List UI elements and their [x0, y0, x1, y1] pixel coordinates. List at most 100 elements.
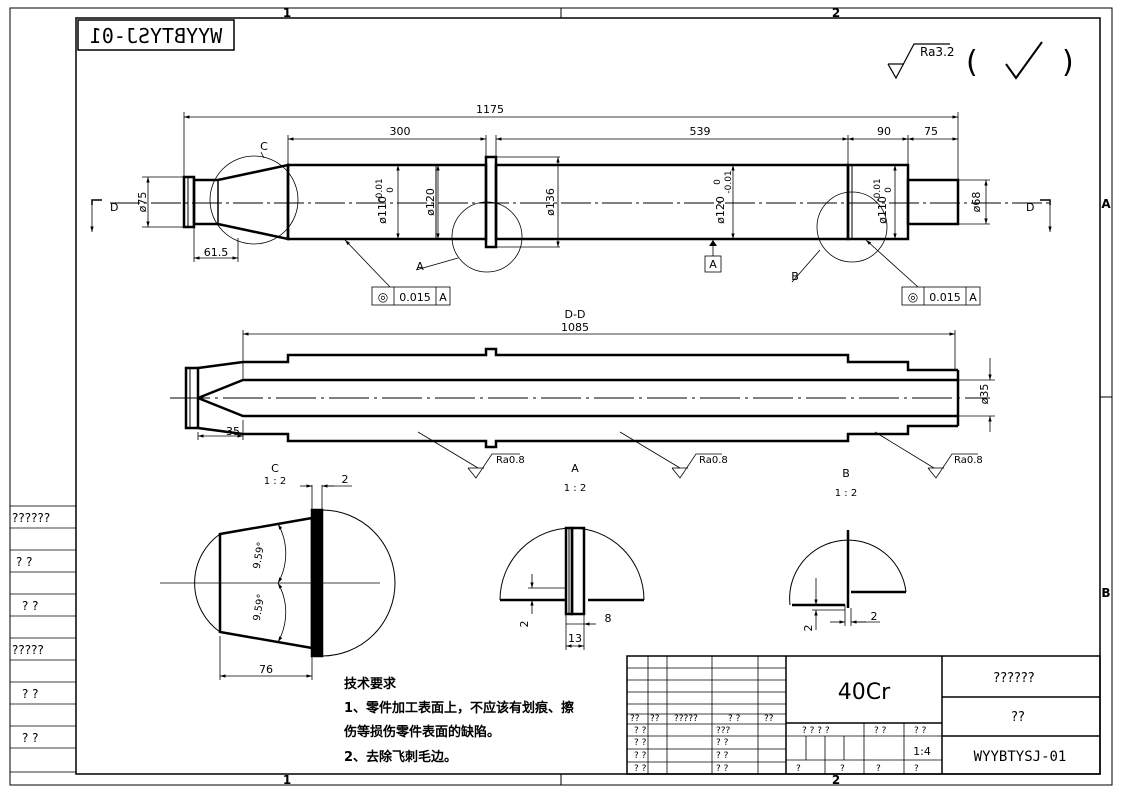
section-mark-left-label: D — [110, 201, 118, 214]
detail-c-angle-bottom: 9.59° — [252, 593, 268, 622]
tol-110-right-upper: -0.01 — [873, 178, 883, 201]
detail-a-dim-13: 13 — [568, 632, 582, 645]
fcf-right-value: 0.015 — [929, 291, 961, 304]
detail-a-callout: A — [416, 260, 424, 273]
left-cell-4: ? ? — [634, 764, 647, 774]
bottom-cell-4: ? — [914, 764, 919, 774]
dimension-texts: 1175 300 539 90 75 61.5 ø75 ø110 -0.01 0… — [136, 103, 983, 259]
mid-cell-4: ? ? — [716, 764, 729, 774]
bottom-cell-3: ? — [876, 764, 881, 774]
section-mark-right: D — [1026, 199, 1052, 232]
dim-35: 35 — [226, 425, 240, 438]
fcf-left-concentricity-icon: ◎ — [378, 290, 388, 304]
section-title: D-D — [565, 308, 586, 321]
side-table-row-5: ? ? — [22, 687, 39, 701]
left-cell-2: ? ? — [634, 738, 647, 748]
left-cell-1: ? ? — [634, 726, 647, 736]
title-block: 40Cr ?????? ?? WYYBTYSJ-01 1:4 ?? ?? ???… — [626, 655, 1101, 775]
section-view: D-D 1085 35 ø35 — [170, 308, 995, 479]
header-cell-4: ? ? — [728, 714, 741, 724]
detail-a-scale: 1 : 2 — [564, 483, 586, 494]
mid-cell-2: ? ? — [716, 738, 729, 748]
fcf-left-datum: A — [439, 291, 447, 304]
dim-61-5: 61.5 — [204, 246, 229, 259]
mid-cell-3: ? ? — [716, 751, 729, 761]
detail-c: C 1 : 2 2 9.59° 9.59° 76 — [160, 462, 396, 680]
dim-300: 300 — [390, 125, 411, 138]
fcf-right-datum: A — [969, 291, 977, 304]
side-table-row-1: ?????? — [12, 511, 50, 525]
header-cell-5: ?? — [764, 714, 774, 724]
detail-b-dim-2-right: 2 — [871, 610, 878, 623]
zone-col-2-bottom: 2 — [832, 773, 840, 787]
left-cell-3: ? ? — [634, 751, 647, 761]
dim-d120-right: ø120 — [714, 196, 727, 224]
dim-75: 75 — [924, 125, 938, 138]
section-roughness-2: Ra0.8 — [699, 455, 728, 466]
mid-cell-1: ??? — [716, 726, 731, 736]
zone-labels: 1 2 1 2 A B — [283, 6, 1112, 787]
zone-col-2-top: 2 — [832, 6, 840, 20]
roughness-paren-close: ) — [1062, 45, 1074, 80]
fcf-left: ◎ 0.015 A — [344, 239, 451, 306]
dim-d120-left: ø120 — [424, 188, 437, 216]
zone-row-b: B — [1101, 586, 1110, 600]
title-scale: 1:4 — [913, 745, 931, 758]
detail-b-title: B — [842, 467, 850, 480]
attr-cell-3: ? ? — [914, 726, 927, 736]
detail-c-title: C — [271, 462, 279, 475]
side-table: ?????? ? ? ? ? ????? ? ? ? ? — [9, 505, 77, 773]
tol-110-right-lower: 0 — [884, 187, 894, 193]
general-roughness-value: Ra3.2 — [920, 45, 955, 59]
notes-title: 技术要求 — [344, 676, 397, 692]
datum-a: A — [704, 239, 722, 273]
sheet-frame — [9, 7, 1113, 786]
detail-c-scale: 1 : 2 — [264, 476, 286, 487]
dim-d75: ø75 — [136, 192, 149, 213]
roughness-paren-open: ( — [966, 45, 978, 80]
detail-c-dim-2: 2 — [342, 473, 349, 486]
section-roughness-marks — [417, 431, 978, 479]
header-cell-3: ????? — [674, 714, 698, 724]
detail-circles — [209, 151, 888, 283]
attr-cell-2: ? ? — [874, 726, 887, 736]
mirrored-stamp-text: WYYBTYSJ-01 — [90, 24, 222, 48]
section-roughness-3: Ra0.8 — [954, 455, 983, 466]
zone-col-1-bottom: 1 — [283, 773, 291, 787]
section-mark-right-label: D — [1026, 201, 1034, 214]
technical-notes: 技术要求 1、零件加工表面上，不应该有划痕、擦 伤等损伤零件表面的缺陷。 2、去… — [343, 676, 574, 765]
dim-539: 539 — [690, 125, 711, 138]
general-roughness: Ra3.2 ( ) — [887, 41, 1074, 80]
dim-1085: 1085 — [561, 321, 589, 334]
bottom-cell-2: ? — [840, 764, 845, 774]
section-mark-left: D — [90, 199, 118, 232]
title-part-name: ?? — [1011, 710, 1025, 725]
tol-110-left-upper: -0.01 — [375, 178, 385, 201]
shaft-outline — [182, 155, 960, 249]
notes-line-1: 1、零件加工表面上，不应该有划痕、擦 — [344, 700, 574, 716]
dim-d35: ø35 — [978, 384, 991, 405]
side-table-row-3: ? ? — [22, 599, 39, 613]
fcf-right-concentricity-icon: ◎ — [908, 290, 918, 304]
detail-b-dim-2-left: 2 — [802, 625, 815, 632]
fcf-right: ◎ 0.015 A — [865, 239, 981, 306]
side-table-row-2: ? ? — [16, 555, 33, 569]
tol-110-left-lower: 0 — [386, 187, 396, 193]
tol-120-right-lower: -0.01 — [724, 170, 734, 193]
detail-b-callout: B — [791, 270, 799, 283]
title-company: ?????? — [993, 671, 1034, 686]
notes-line-3: 2、去除飞刺毛边。 — [344, 749, 457, 765]
detail-b-scale: 1 : 2 — [835, 488, 857, 499]
dim-90: 90 — [877, 125, 891, 138]
bottom-cell-1: ? — [796, 764, 801, 774]
title-drawing-no: WYYBTYSJ-01 — [974, 749, 1067, 765]
check-mark-icon — [1005, 41, 1043, 80]
detail-c-dim-76: 76 — [259, 663, 273, 676]
notes-line-2: 伤等损伤零件表面的缺陷。 — [343, 724, 500, 740]
mirrored-stamp: WYYBTYSJ-01 — [77, 19, 235, 51]
header-cell-1: ?? — [630, 714, 640, 724]
dim-d110-left: ø110 — [376, 196, 389, 224]
header-cell-2: ?? — [650, 714, 660, 724]
detail-c-callout: C — [260, 140, 268, 153]
